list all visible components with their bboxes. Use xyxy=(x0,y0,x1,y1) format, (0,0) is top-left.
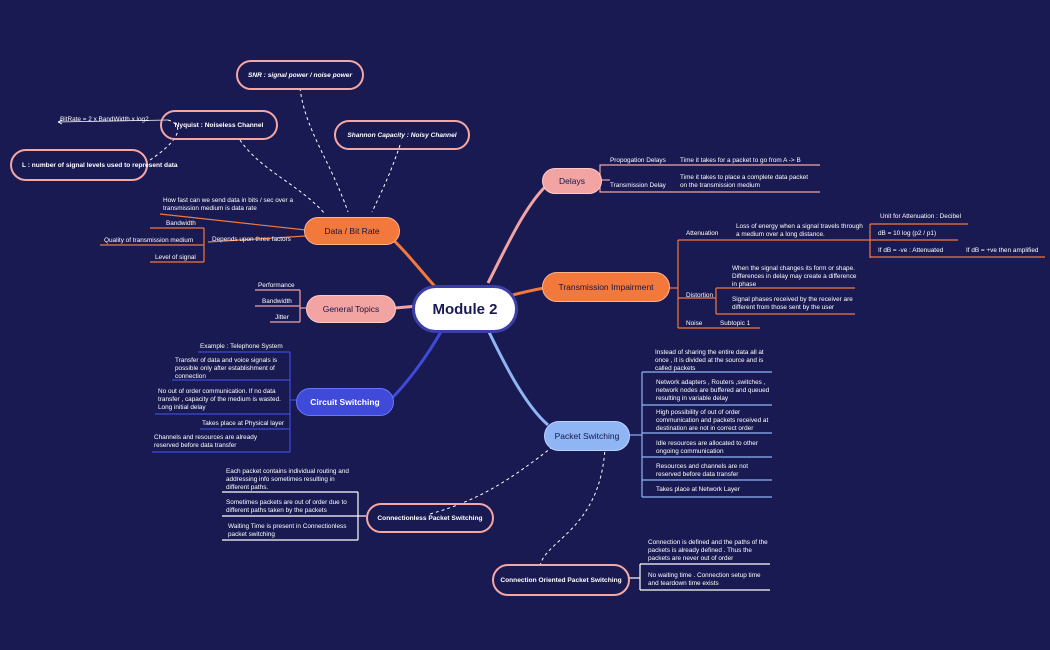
transmission-impairment-node[interactable]: Transmission Impairment xyxy=(542,272,670,302)
distortion-desc-2: Signal phases received by the receiver a… xyxy=(732,296,853,311)
circuit-item-transfer: Transfer of data and voice signals is po… xyxy=(175,357,278,380)
bitrate-formula-text: BitRate = 2 x BandWidth x log2 xyxy=(60,116,149,123)
connectionless-item-out-of-order: Sometimes packets are out of order due t… xyxy=(226,499,347,514)
noise-text: Noise xyxy=(686,320,703,327)
center-node-module-2[interactable]: Module 2 xyxy=(412,285,518,333)
attenuation-desc: Loss of energy when a signal travels thr… xyxy=(736,223,863,238)
propagation-delay-text: Propogation Delays xyxy=(610,157,666,164)
circuit-switching-node[interactable]: Circuit Switching xyxy=(296,388,394,416)
circuit-item-reserved: Channels and resources are already reser… xyxy=(154,434,258,449)
transmission-delay-desc: Time it takes to place a complete data p… xyxy=(680,174,808,189)
general-jitter-text: Jitter xyxy=(275,314,289,321)
factor-bandwidth-text: Bandwidth xyxy=(166,220,196,227)
connection-oriented-item-defined: Connection is defined and the paths of t… xyxy=(648,539,768,562)
factor-quality-text: Quality of transmission medium xyxy=(104,237,194,244)
data-rate-definition-text: How fast can we send data in bits / sec … xyxy=(163,197,294,212)
packet-switching-node[interactable]: Packet Switching xyxy=(544,421,630,451)
distortion-desc-1: When the signal changes its form or shap… xyxy=(732,265,857,288)
attenuation-text: Attenuation xyxy=(686,230,719,237)
general-topics-node[interactable]: General Topics xyxy=(306,295,396,323)
connection-oriented-packet-switching-node[interactable]: Connection Oriented Packet Switching xyxy=(492,564,630,596)
connectionless-item-waiting: Waiting Time is present in Connectionles… xyxy=(228,523,347,538)
packet-item-idle-resources: Idle resources are allocated to other on… xyxy=(656,440,758,455)
general-performance-text: Performance xyxy=(258,282,295,289)
circuit-item-physical-layer: Takes place at Physical layer xyxy=(202,420,285,427)
factor-signal-level-text: Level of signal xyxy=(155,254,196,261)
shannon-capacity-node[interactable]: Shannon Capacity : Noisy Channel xyxy=(334,120,470,150)
distortion-text: Distortion xyxy=(686,292,713,299)
packet-item-not-reserved: Resources and channels are not reserved … xyxy=(656,463,749,478)
negative-db-text: If dB = -ve : Attenuated xyxy=(878,247,944,254)
depends-factors-text: Depends upon three factors xyxy=(212,236,291,243)
circuit-item-no-out-of-order: No out of order communication. If no dat… xyxy=(158,388,281,411)
packet-item-divided: Instead of sharing the entire data all a… xyxy=(655,349,764,372)
data-bit-rate-node[interactable]: Data / Bit Rate xyxy=(304,217,400,245)
general-bandwidth-text: Bandwidth xyxy=(262,298,292,305)
positive-db-text: If dB = +ve then amplified xyxy=(966,247,1039,254)
connection-oriented-item-no-waiting: No waiting time . Connection setup time … xyxy=(648,572,761,587)
propagation-delay-desc: Time it takes for a packet to go from A … xyxy=(680,157,801,164)
connectionless-packet-switching-node[interactable]: Connectionless Packet Switching xyxy=(366,503,494,533)
packet-item-out-of-order: High possibility of out of order communi… xyxy=(656,409,769,432)
packet-item-network-layer: Takes place at Network Layer xyxy=(656,486,740,493)
circuit-item-example: Example : Telephone System xyxy=(200,343,283,350)
nyquist-node[interactable]: Nyquist : Noiseless Channel xyxy=(160,110,278,140)
noise-subtopic-text: Subtopic 1 xyxy=(720,320,751,327)
delays-node[interactable]: Delays xyxy=(542,168,602,194)
connectionless-item-routing: Each packet contains individual routing … xyxy=(226,468,349,491)
snr-node[interactable]: SNR : signal power / noise power xyxy=(236,60,364,90)
transmission-delay-text: Transmission Delay xyxy=(610,182,666,189)
packet-item-buffered: Network adapters , Routers ,switches , n… xyxy=(656,379,770,402)
attenuation-unit-text: Unit for Attenuation : Decibel xyxy=(880,213,961,220)
decibel-formula-text: dB = 10 log (p2 / p1) xyxy=(878,230,937,237)
signal-levels-node[interactable]: L : number of signal levels used to repr… xyxy=(10,149,178,181)
